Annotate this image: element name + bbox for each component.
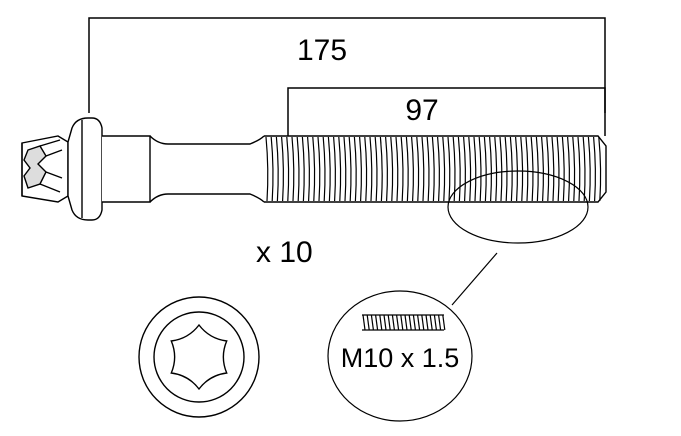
magnified-thread-icon (362, 314, 446, 331)
thread-spec-detail: M10 x 1.5 (327, 290, 473, 422)
quantity-label: x 10 (256, 236, 313, 269)
flange (67, 117, 103, 221)
overall-length-dimension (88, 17, 606, 113)
thread-length-dimension (287, 87, 606, 136)
thread-spec-label: M10 x 1.5 (341, 343, 460, 373)
thread-detail-callout (447, 170, 589, 306)
torx-head-side (21, 135, 69, 203)
bolt-side-view (21, 117, 607, 221)
overall-length-label: 175 (297, 34, 347, 67)
thread-section (265, 136, 602, 202)
thread-length-label: 97 (405, 94, 438, 127)
torx-socket-head-icon (138, 296, 260, 418)
